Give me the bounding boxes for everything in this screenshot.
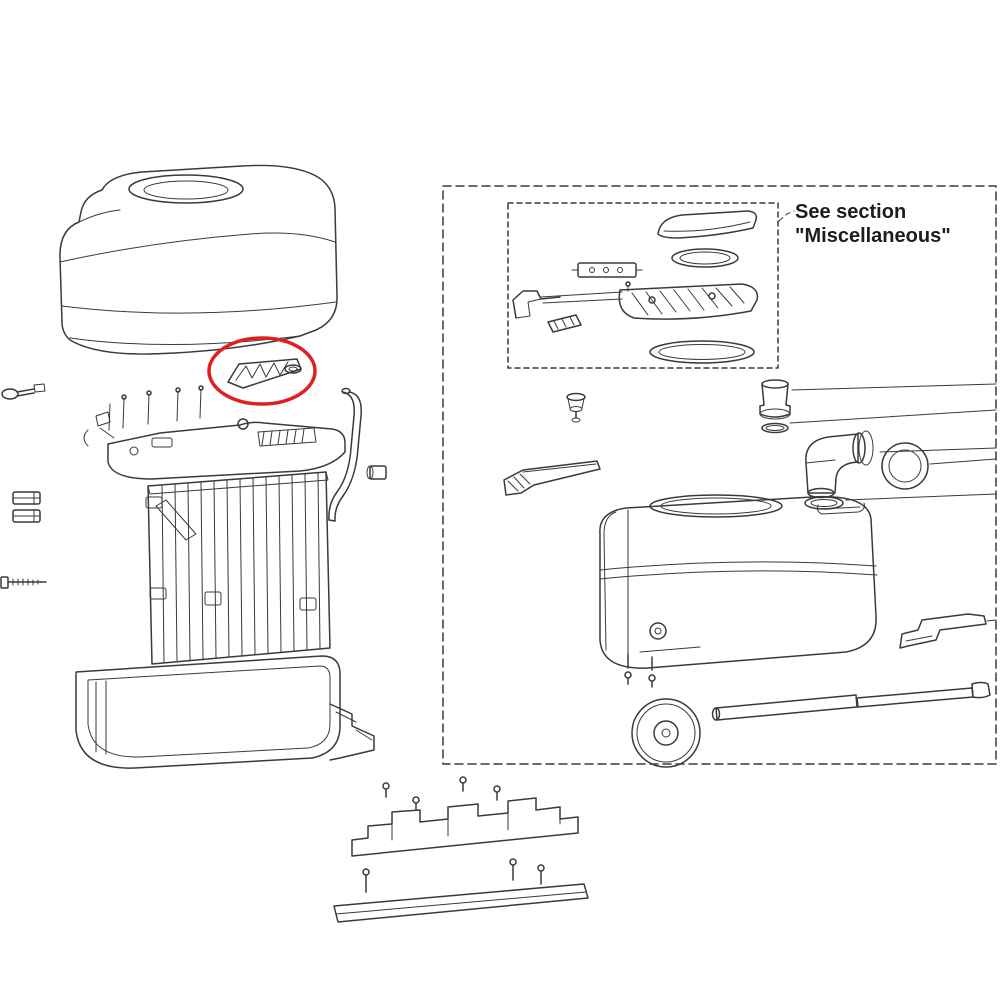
tank-vent-button	[649, 622, 667, 640]
dashed-region-miscellaneous	[507, 202, 795, 369]
leader-lines	[789, 383, 997, 622]
bowl-rim	[128, 174, 244, 204]
holder-clip-part	[503, 460, 601, 496]
side-bracket	[899, 613, 987, 649]
oval-seal	[804, 496, 844, 510]
mechanism-plate-assembly	[83, 385, 346, 480]
tank-wheel	[631, 698, 701, 768]
see-section-label: See section "Miscellaneous"	[795, 201, 951, 247]
valve-cap-part	[566, 392, 586, 423]
highlighted-bracket-part	[227, 358, 302, 389]
cassette-tank	[599, 494, 878, 688]
misc-lever-assembly	[512, 283, 759, 333]
misc-cover-part	[657, 210, 758, 239]
small-part-sprayer	[1, 383, 46, 400]
see-section-text-line1: See section	[795, 201, 906, 223]
flush-tube	[328, 387, 387, 522]
toilet-upper-body	[59, 164, 338, 355]
see-section-text-line2: "Miscellaneous"	[795, 225, 951, 247]
tank-opening	[649, 494, 783, 518]
leader-to-label	[778, 210, 795, 222]
highlighted-part-group	[207, 336, 317, 406]
spout-cap-fitting	[759, 379, 791, 434]
small-part-screw-long	[0, 576, 47, 589]
mounting-bracket-toothed	[351, 776, 579, 857]
round-seal	[881, 442, 929, 490]
base-tray-step	[329, 703, 375, 761]
tank-screws	[624, 671, 656, 688]
small-part-clips	[12, 491, 41, 523]
misc-ring-seal	[671, 248, 739, 268]
elbow-fitting	[805, 430, 874, 499]
spout-cap-ring	[761, 422, 789, 434]
mounting-rail	[333, 858, 589, 923]
misc-bottom-seal	[649, 340, 755, 364]
highlight-ellipse	[207, 336, 317, 406]
bellows-pump-block	[145, 471, 331, 665]
rail-screws	[362, 858, 545, 893]
bracket-screws	[382, 776, 501, 811]
misc-control-module	[571, 262, 643, 292]
base-pan	[75, 655, 375, 769]
dashed-region-main	[442, 185, 997, 765]
telescopic-handle	[711, 681, 991, 721]
handle-end-cap	[971, 681, 991, 699]
